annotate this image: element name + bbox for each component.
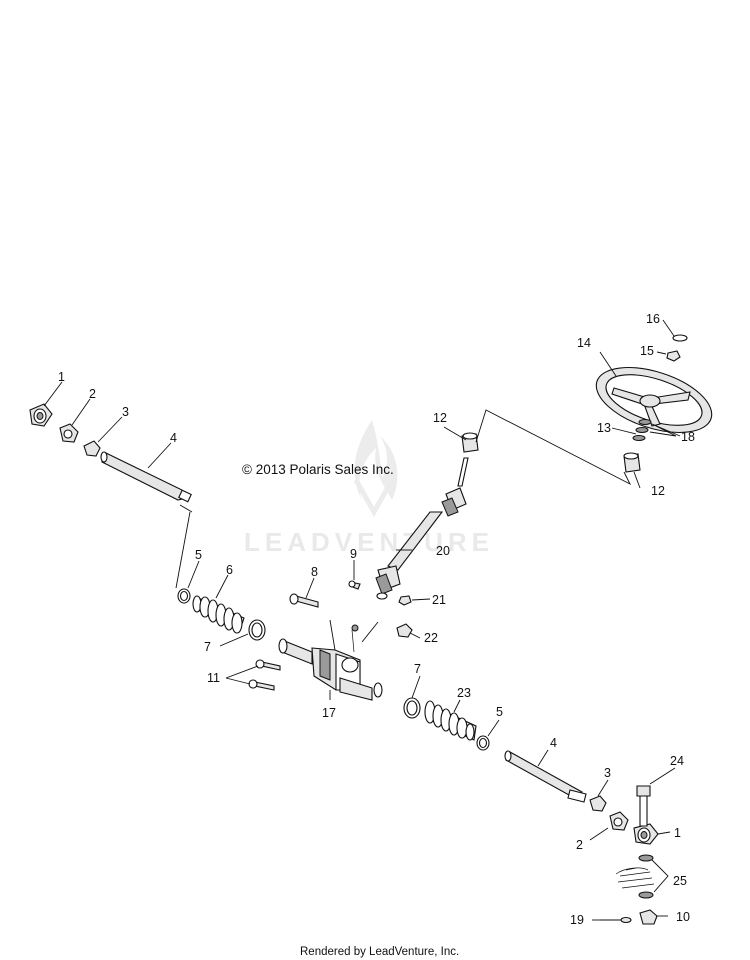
bushing-right xyxy=(589,795,607,812)
leadventure-watermark: LEADVENTURE xyxy=(244,420,494,557)
callout-5-right: 5 xyxy=(496,705,503,719)
callout-18: 18 xyxy=(681,430,695,444)
callout-13: 13 xyxy=(597,421,611,435)
nut-cap xyxy=(396,623,413,638)
upper-bushing xyxy=(461,432,479,453)
tie-rod-end-right xyxy=(633,823,659,845)
long-bolt xyxy=(289,593,319,608)
callout-5-left: 5 xyxy=(195,548,202,562)
callout-1-right: 1 xyxy=(674,826,681,840)
castle-nut xyxy=(639,909,658,925)
callout-16: 16 xyxy=(646,312,660,326)
boot-clamp-left xyxy=(248,619,266,641)
intermediate-shaft xyxy=(375,457,469,600)
callout-15: 15 xyxy=(640,344,654,358)
callout-19: 19 xyxy=(570,913,584,927)
callout-3-left: 3 xyxy=(122,405,129,419)
callout-25: 25 xyxy=(673,874,687,888)
hex-nut-small xyxy=(398,595,412,606)
callout-21: 21 xyxy=(432,593,446,607)
jam-nut-right xyxy=(609,811,629,831)
callout-4-right: 4 xyxy=(550,736,557,750)
tie-rod-right xyxy=(504,750,587,803)
steering-gear-housing xyxy=(278,624,383,701)
cotter-pin xyxy=(600,916,632,924)
leader-lines xyxy=(43,319,681,921)
boot-left xyxy=(192,595,245,634)
callout-2-left: 2 xyxy=(89,387,96,401)
wheel-cap xyxy=(672,334,688,342)
callout-3-right: 3 xyxy=(604,766,611,780)
callout-12-bottom: 12 xyxy=(651,484,665,498)
callout-12-top: 12 xyxy=(433,411,447,425)
callout-24: 24 xyxy=(670,754,684,768)
hex-bolt-right xyxy=(636,785,651,827)
tie-rod-left xyxy=(100,451,192,503)
jam-nut-left xyxy=(59,423,79,443)
callout-10: 10 xyxy=(676,910,690,924)
callout-4-left: 4 xyxy=(170,431,177,445)
callout-7-left: 7 xyxy=(204,640,211,654)
callout-9: 9 xyxy=(350,547,357,561)
clamp-right xyxy=(476,735,490,751)
callout-numbers: 1 2 3 4 5 6 7 8 9 11 12 12 13 14 15 16 1… xyxy=(58,312,695,927)
callout-2-right: 2 xyxy=(576,838,583,852)
callout-1-left: 1 xyxy=(58,370,65,384)
spring-washer-sketch xyxy=(615,867,655,889)
callout-14: 14 xyxy=(577,336,591,350)
watermark-text: LEADVENTURE xyxy=(244,527,494,557)
copyright-text: © 2013 Polaris Sales Inc. xyxy=(242,462,394,477)
bolt-small xyxy=(348,580,361,590)
steering-wheel xyxy=(595,367,713,433)
callout-17: 17 xyxy=(322,706,336,720)
bushing-left xyxy=(83,440,101,457)
boot-clamp-right xyxy=(403,697,421,719)
mounting-bolts xyxy=(248,659,281,691)
footer-text: Rendered by LeadVenture, Inc. xyxy=(300,946,459,958)
callout-7-right: 7 xyxy=(414,662,421,676)
boot-right xyxy=(424,700,477,741)
wheel-nut xyxy=(666,350,681,362)
callout-22: 22 xyxy=(424,631,438,645)
washers-stack xyxy=(632,419,652,441)
callout-20: 20 xyxy=(436,544,450,558)
callout-6: 6 xyxy=(226,563,233,577)
clamp-left xyxy=(177,588,191,604)
callout-11: 11 xyxy=(207,671,220,685)
column-bushing xyxy=(623,452,641,473)
washers-right xyxy=(638,854,654,899)
tie-rod-end-left xyxy=(29,403,53,427)
callout-23: 23 xyxy=(457,686,471,700)
callout-8: 8 xyxy=(311,565,318,579)
